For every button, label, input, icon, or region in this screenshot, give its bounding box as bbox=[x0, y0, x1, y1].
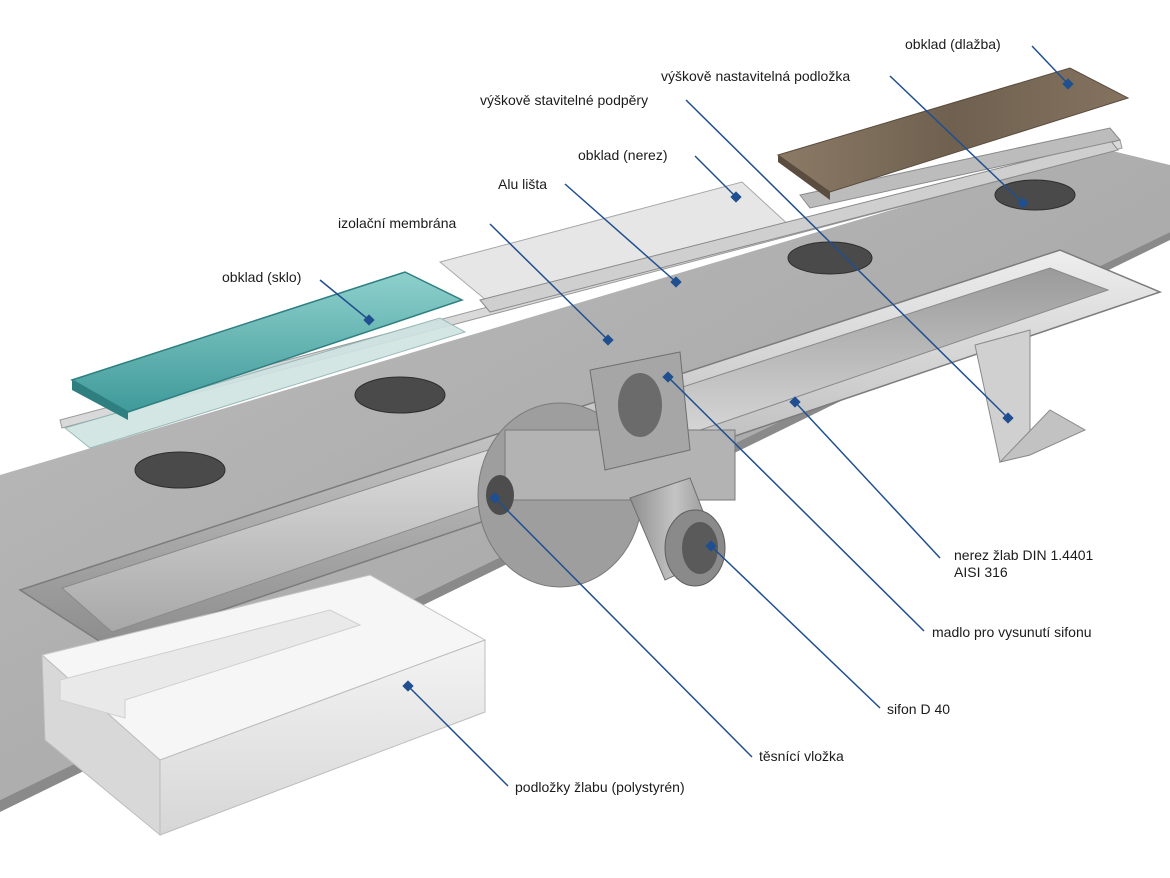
leader-obklad-dlazba bbox=[1031, 45, 1069, 85]
glass-tile-lower bbox=[63, 317, 467, 449]
label-podlozky-zlabu: podložky žlabu (polystyrén) bbox=[515, 779, 685, 795]
siphon bbox=[477, 351, 736, 588]
label-obklad-sklo: obklad (sklo) bbox=[222, 269, 302, 285]
label-sifon: sifon D 40 bbox=[887, 701, 951, 717]
label-nerez-zlab: nerez žlab DIN 1.4401 AISI 316 bbox=[954, 547, 1094, 580]
alu-profile bbox=[479, 139, 1119, 313]
mounting-bracket bbox=[974, 329, 1087, 463]
wood-tile-edge bbox=[778, 155, 830, 200]
label-madlo: madlo pro vysunutí sifonu bbox=[932, 624, 1092, 640]
label-vyskove-nastavitelna-podlozka: výškově nastavitelná podložka bbox=[661, 68, 851, 84]
leader-alu-lista bbox=[564, 183, 677, 283]
adjustable-pad bbox=[799, 127, 1121, 209]
label-obklad-dlazba: obklad (dlažba) bbox=[905, 36, 1001, 52]
label-obklad-nerez: obklad (nerez) bbox=[578, 147, 668, 163]
leader-nerez-zlab bbox=[794, 401, 941, 559]
glass-tile-edge bbox=[72, 380, 128, 420]
label-alu-lista: Alu lišta bbox=[498, 176, 548, 192]
leader-obklad-nerez bbox=[694, 155, 737, 198]
label-izolacni-membrana: izolační membrána bbox=[338, 215, 457, 231]
label-vyskove-stavitelne-podpery: výškově stavitelné podpěry bbox=[480, 92, 649, 108]
leader-dots bbox=[363, 78, 1074, 692]
leader-tesnici-vlozka bbox=[494, 497, 753, 758]
leader-madlo bbox=[667, 376, 925, 632]
leader-lines bbox=[319, 45, 1069, 787]
polystyrene-block bbox=[40, 574, 487, 837]
leader-sifon bbox=[710, 545, 881, 709]
leader-podlozky-zlabu bbox=[407, 685, 509, 787]
leader-vyskove-stavitelne-podpery bbox=[685, 99, 1009, 419]
leader-obklad-sklo bbox=[319, 279, 370, 321]
leader-vyskove-nastavitelna-podlozka bbox=[889, 75, 1024, 204]
label-tesnici-vlozka: těsnící vložka bbox=[759, 748, 844, 764]
wood-tile bbox=[776, 67, 1130, 193]
leader-izolacni-membrana bbox=[489, 223, 609, 341]
